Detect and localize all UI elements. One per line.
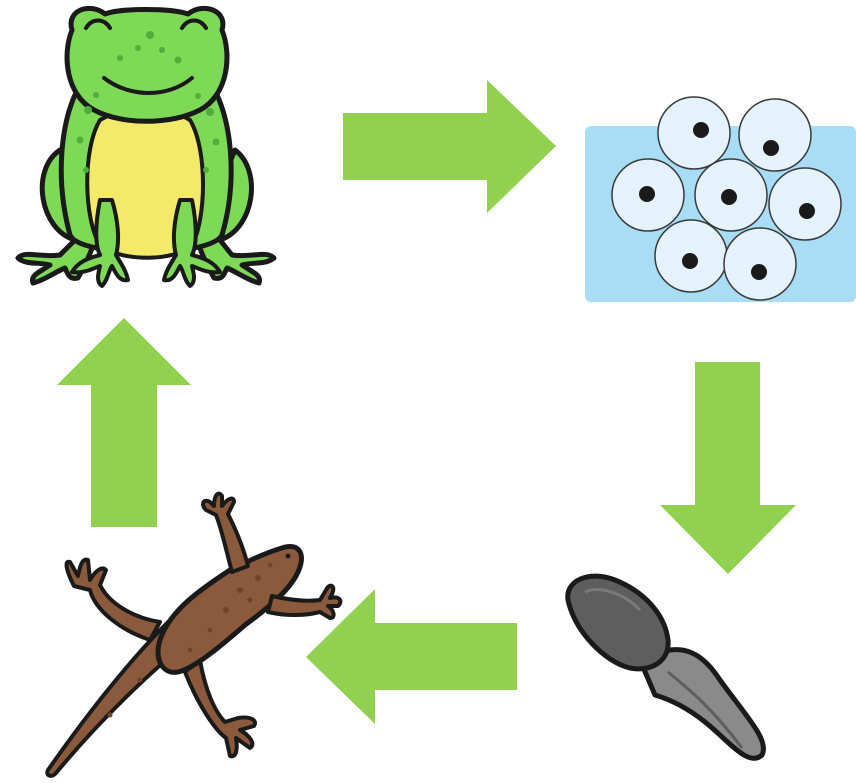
arrow-down-icon [660, 362, 796, 574]
egg [739, 99, 811, 171]
arrow-tadpole-to-froglet [306, 589, 517, 724]
frogspawn-icon [585, 97, 856, 302]
arrow-frogspawn-to-tadpole [660, 362, 796, 574]
stage-frogspawn [585, 97, 856, 302]
egg [658, 97, 730, 169]
egg [695, 159, 767, 231]
arrow-left-icon [306, 589, 517, 724]
stage-tadpole [568, 576, 764, 758]
frog-icon [18, 8, 274, 286]
arrow-up-icon [57, 318, 191, 527]
arrow-frog-to-frogspawn [343, 80, 556, 213]
egg [612, 159, 684, 231]
arrow-right-icon [343, 80, 556, 213]
stage-froglet [47, 494, 340, 776]
egg [655, 220, 727, 292]
egg [724, 228, 796, 300]
stage-frog [18, 8, 274, 286]
egg [769, 168, 841, 240]
arrow-froglet-to-frog [57, 318, 191, 527]
froglet-icon [47, 494, 340, 776]
tadpole-icon [568, 576, 764, 758]
